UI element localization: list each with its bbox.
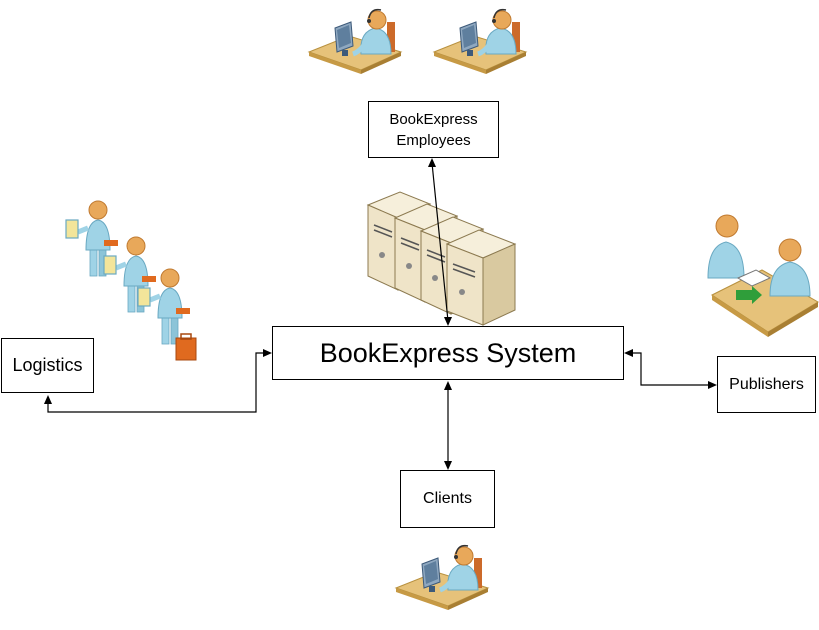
connector-employees-system [431,162,449,322]
publishers-label: Publishers [729,375,804,393]
employee-agent-2-icon [434,10,526,74]
employees-label-line1: BookExpress [389,110,478,128]
client-agent-icon [396,546,488,610]
logistics-box: Logistics [1,338,94,393]
clients-box: Clients [400,470,495,528]
publishers-box: Publishers [717,356,816,413]
employees-box: BookExpress Employees [368,101,499,158]
logistics-label: Logistics [12,355,83,375]
clients-label: Clients [423,490,472,507]
employees-label-line2: Employees [396,131,471,149]
connectors [47,162,712,465]
server-rack-icon [366,191,517,326]
arrowheads [44,158,717,470]
business-meeting-icon [707,214,819,337]
connector-logistics-system [47,352,267,413]
delivery-workers-icon [66,201,197,361]
system-label: BookExpress System [319,337,577,368]
employee-agent-1-icon [309,10,401,74]
connector-system-publishers [629,352,712,386]
system-box: BookExpress System [272,326,624,380]
